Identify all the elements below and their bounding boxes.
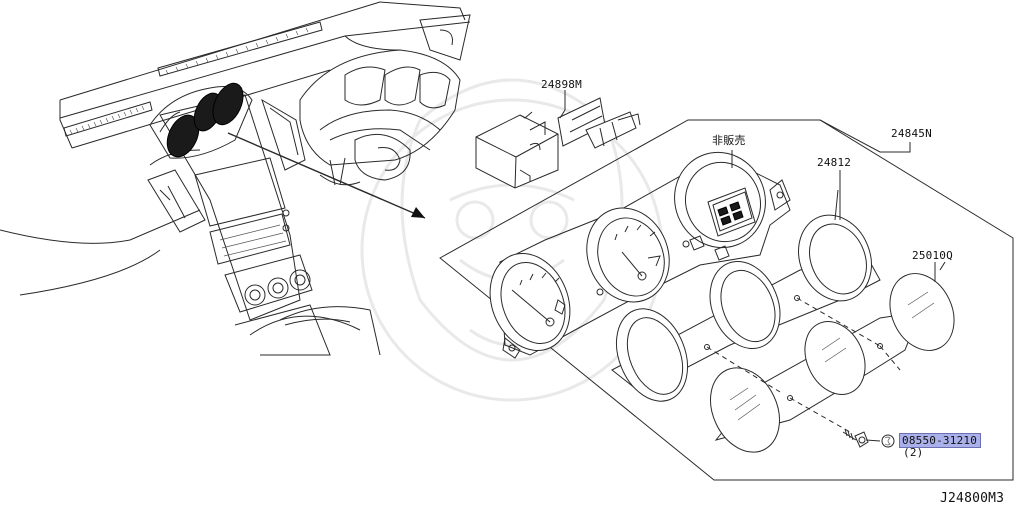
part-label-24845n: 24845N (891, 127, 932, 140)
screw-08550-31210 (842, 428, 895, 448)
callout-arrow (227, 132, 426, 219)
center-console (149, 94, 381, 356)
leader-lines (559, 90, 936, 282)
not-for-sale-label: 非販売 (712, 134, 746, 147)
assembly-outline-24845n (439, 119, 1014, 481)
dash-gauges (149, 82, 253, 159)
alignment-lines (706, 297, 901, 433)
diagram-code: J24800M3 (940, 491, 1005, 506)
dashboard-illustration (0, 1, 471, 356)
bolt-quantity: (2) (903, 446, 924, 459)
part-label-25010q: 25010Q (912, 249, 953, 262)
part-label-24812: 24812 (817, 156, 852, 169)
part-label-24898m: 24898M (541, 78, 582, 91)
defrost-vent (63, 21, 323, 137)
meter-bezel-24812 (611, 189, 881, 402)
combination-meter (489, 151, 791, 359)
front-glass-25010q (710, 261, 955, 453)
highlighted-part-number[interactable]: 08550-31210 (899, 433, 982, 448)
steering-area (299, 14, 471, 186)
control-unit-24898m (475, 97, 641, 189)
